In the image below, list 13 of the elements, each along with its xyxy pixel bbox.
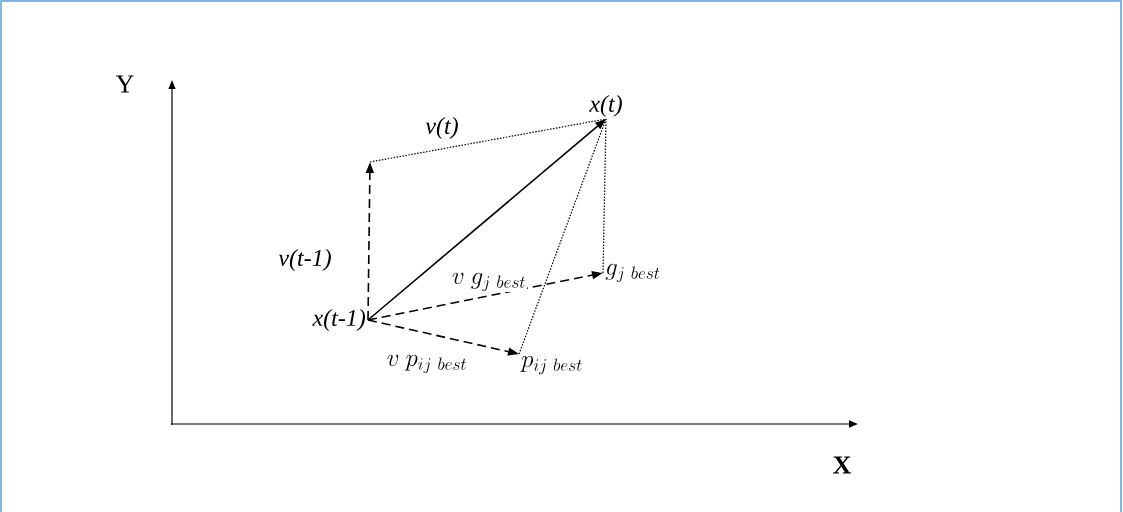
- edge-label: $v\ p_{ij\ best}$: [385, 354, 469, 374]
- line: [518, 118, 607, 355]
- axis-label: Y: [115, 75, 134, 93]
- point-label: x(t): [589, 95, 622, 117]
- edge-label: v(t-1): [277, 248, 333, 272]
- edge-label: $v\ g_{j\ best}$: [451, 272, 527, 292]
- axis-label: X: [833, 456, 852, 474]
- point-label: x(t-1): [312, 309, 366, 331]
- point-label: $p_{ij\ best}$: [520, 355, 582, 375]
- line: [369, 118, 607, 163]
- line: [602, 118, 607, 274]
- edge-label: v(t): [424, 116, 460, 140]
- point-label: $g_{j\ best}$: [605, 263, 660, 283]
